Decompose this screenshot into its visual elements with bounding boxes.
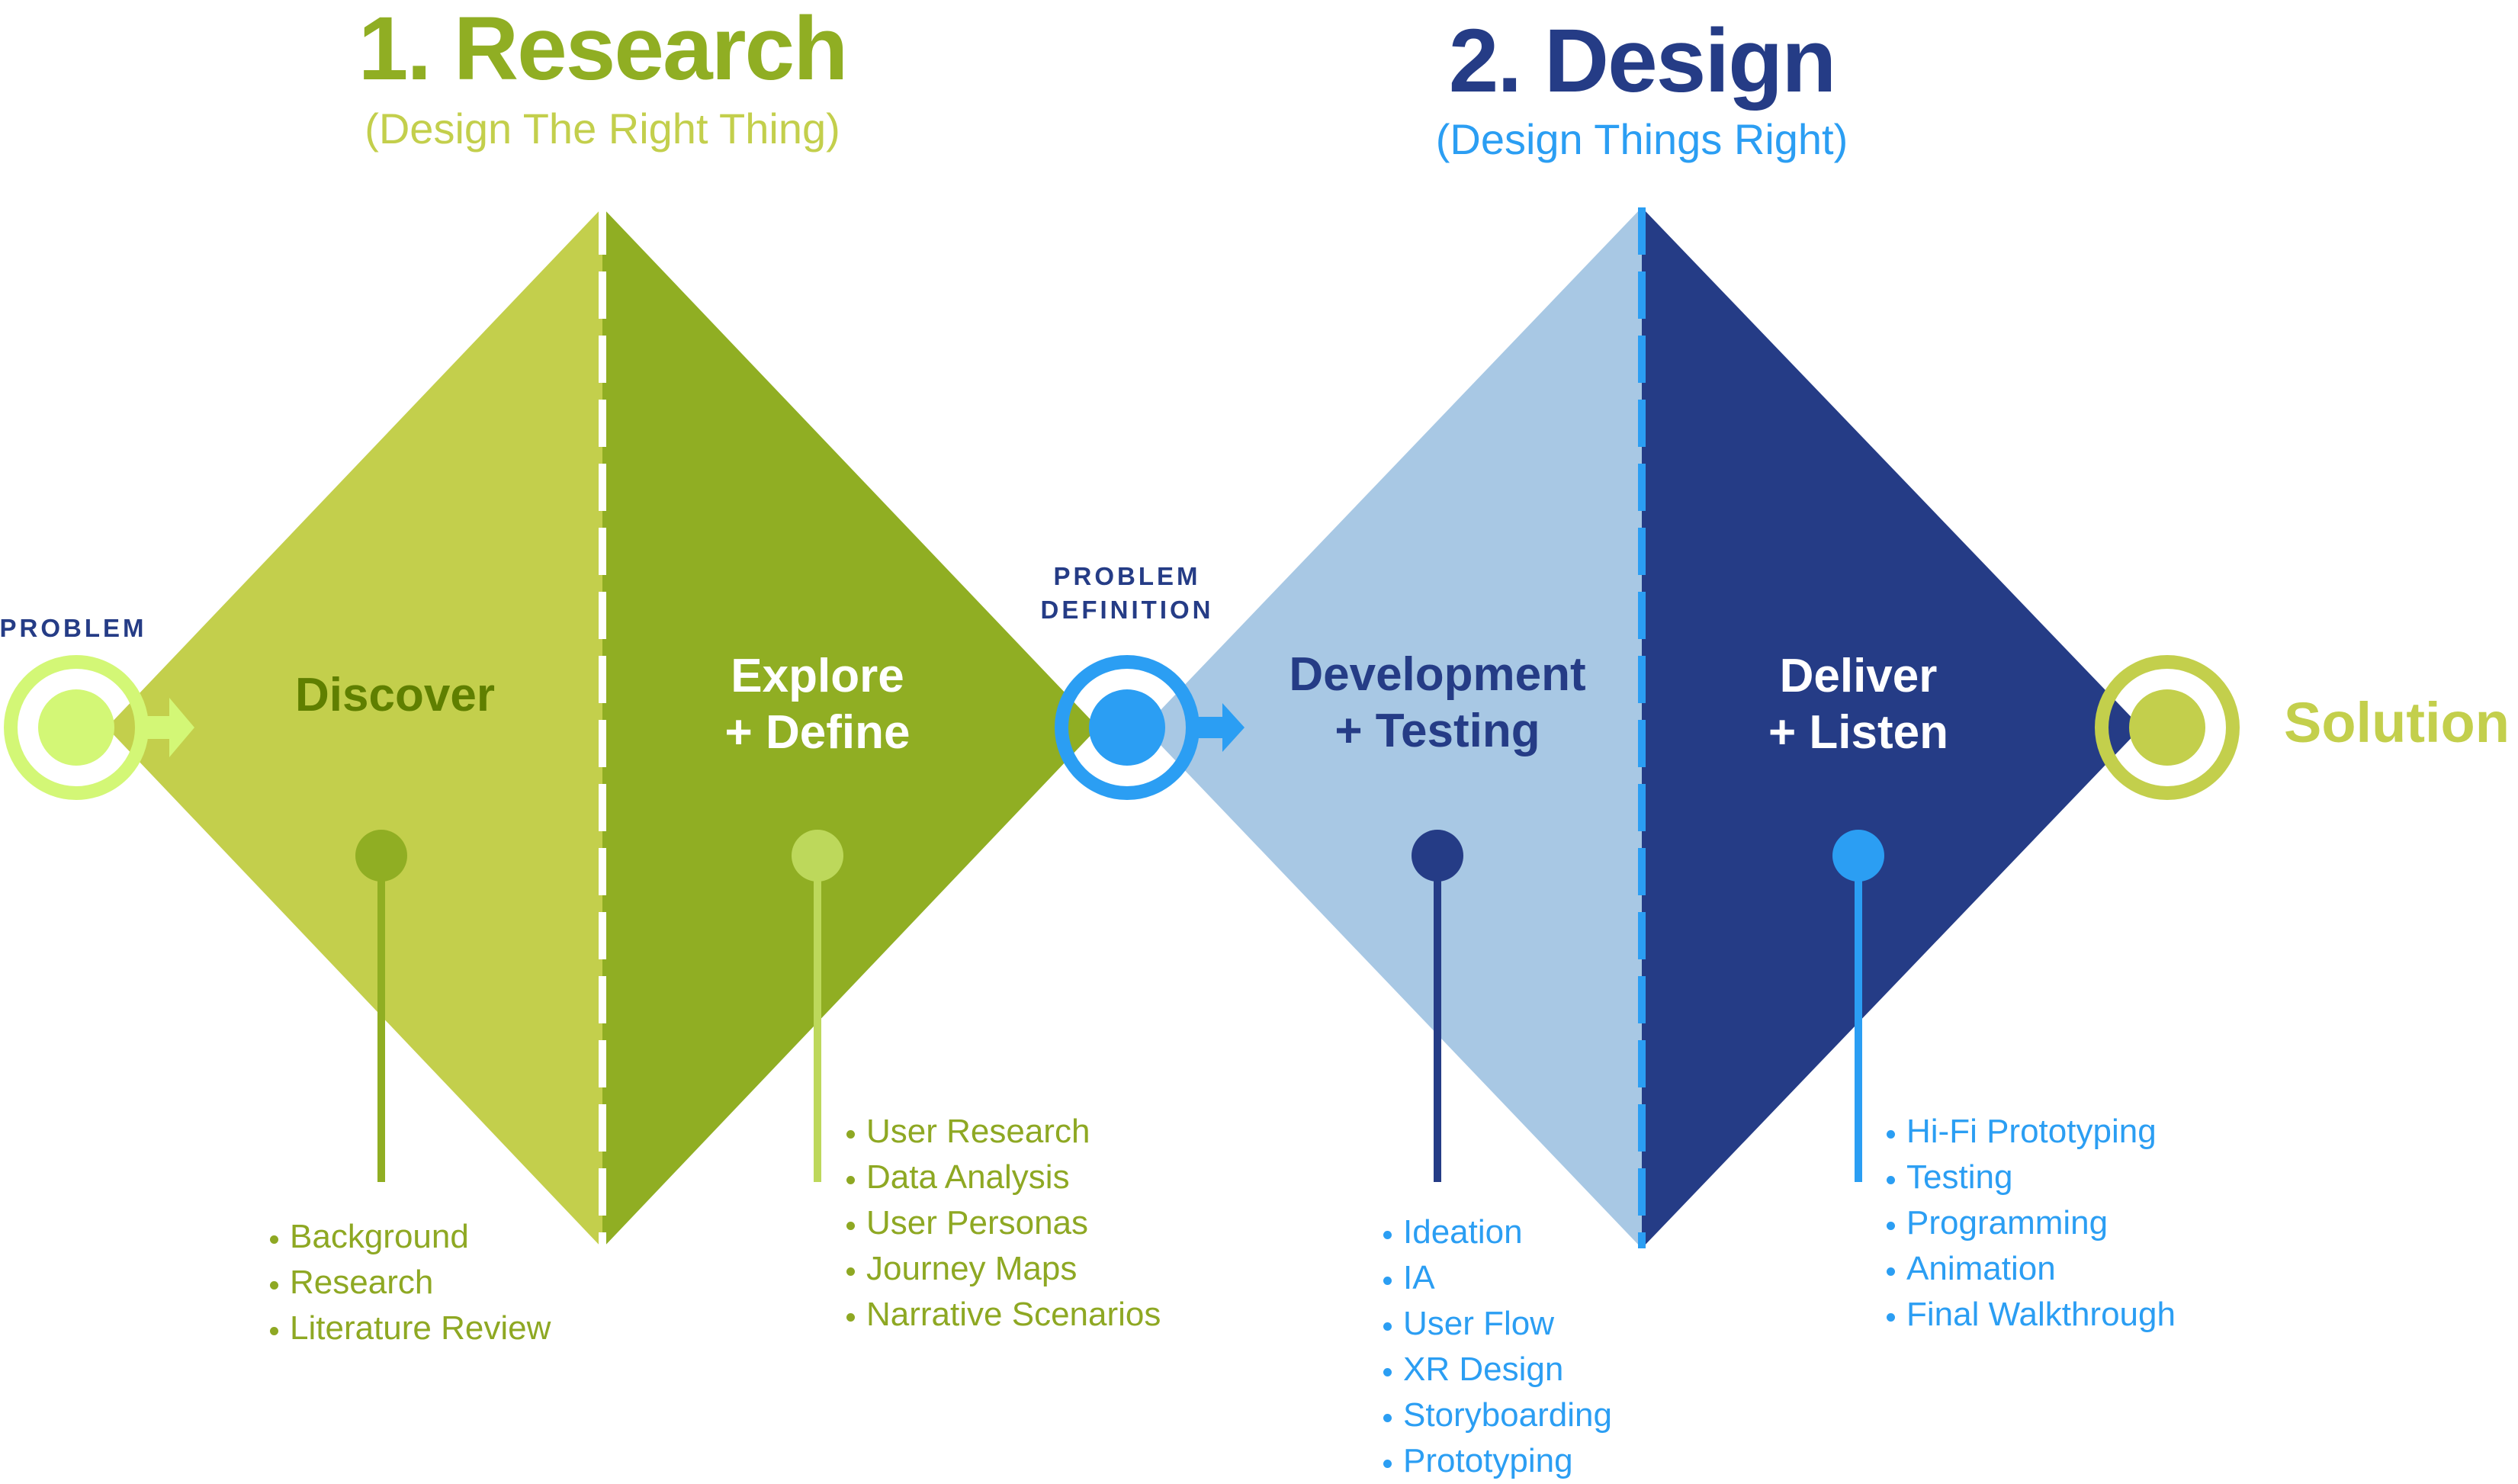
problem-definition-line2: DEFINITION bbox=[1040, 596, 1214, 624]
explore-half bbox=[602, 207, 1098, 1248]
deliver-items: Hi-Fi Prototyping Testing Programming An… bbox=[1885, 1109, 2176, 1338]
list-item: Prototyping bbox=[1382, 1438, 1612, 1484]
development-pin bbox=[1412, 830, 1463, 1182]
list-item: Narrative Scenarios bbox=[845, 1292, 1161, 1338]
deliver-label-line1: Deliver bbox=[1779, 650, 1938, 702]
list-item: User Flow bbox=[1382, 1301, 1612, 1347]
research-phase-subtitle: (Design The Right Thing) bbox=[365, 104, 840, 153]
solution-label: Solution bbox=[2284, 691, 2510, 754]
deliver-pin bbox=[1832, 830, 1884, 1182]
explore-items: User Research Data Analysis User Persona… bbox=[845, 1109, 1161, 1338]
list-item: Final Walkthrough bbox=[1885, 1292, 2176, 1338]
research-phase-title: 1. Research bbox=[358, 0, 849, 99]
problem-definition-line1: PROBLEM bbox=[1053, 562, 1201, 590]
list-item: Storyboarding bbox=[1382, 1392, 1612, 1438]
discover-items: Background Research Literature Review bbox=[268, 1214, 551, 1351]
list-item: User Personas bbox=[845, 1200, 1161, 1246]
problem-marker-icon bbox=[4, 655, 194, 800]
list-item: Data Analysis bbox=[845, 1155, 1161, 1200]
development-half bbox=[1144, 207, 1642, 1248]
design-phase-subtitle: (Design Things Right) bbox=[1435, 115, 1848, 163]
problem-definition-marker-icon bbox=[1055, 655, 1245, 800]
discover-pin bbox=[355, 830, 407, 1182]
list-item: User Research bbox=[845, 1109, 1161, 1155]
problem-definition-label: PROBLEM DEFINITION bbox=[1041, 560, 1214, 627]
list-item: Testing bbox=[1885, 1155, 2176, 1200]
problem-label: PROBLEM bbox=[0, 614, 147, 642]
list-item: Background bbox=[268, 1214, 551, 1260]
explore-label-line1: Explore bbox=[731, 650, 904, 702]
discover-half bbox=[107, 207, 602, 1248]
explore-label-line2: + Define bbox=[724, 706, 911, 759]
discover-label-line1: Discover bbox=[295, 669, 495, 721]
development-label-line2: + Testing bbox=[1334, 705, 1540, 757]
list-item: Hi-Fi Prototyping bbox=[1885, 1109, 2176, 1155]
explore-pin bbox=[792, 830, 843, 1182]
development-label-line1: Development bbox=[1289, 648, 1586, 701]
discover-label: Discover bbox=[295, 667, 495, 724]
deliver-half bbox=[1642, 207, 2141, 1248]
list-item: Ideation bbox=[1382, 1209, 1612, 1255]
development-testing-label: Development + Testing bbox=[1289, 647, 1585, 760]
explore-define-label: Explore + Define bbox=[725, 648, 911, 761]
deliver-listen-label: Deliver + Listen bbox=[1768, 648, 1948, 761]
development-items: Ideation IA User Flow XR Design Storyboa… bbox=[1382, 1209, 1612, 1484]
list-item: XR Design bbox=[1382, 1347, 1612, 1392]
list-item: Literature Review bbox=[268, 1306, 551, 1351]
design-phase-title: 2. Design bbox=[1448, 11, 1837, 111]
list-item: Animation bbox=[1885, 1246, 2176, 1292]
solution-marker-icon bbox=[2095, 655, 2240, 800]
deliver-label-line2: + Listen bbox=[1768, 706, 1949, 759]
list-item: Research bbox=[268, 1260, 551, 1306]
list-item: Journey Maps bbox=[845, 1246, 1161, 1292]
list-item: IA bbox=[1382, 1255, 1612, 1301]
list-item: Programming bbox=[1885, 1200, 2176, 1246]
